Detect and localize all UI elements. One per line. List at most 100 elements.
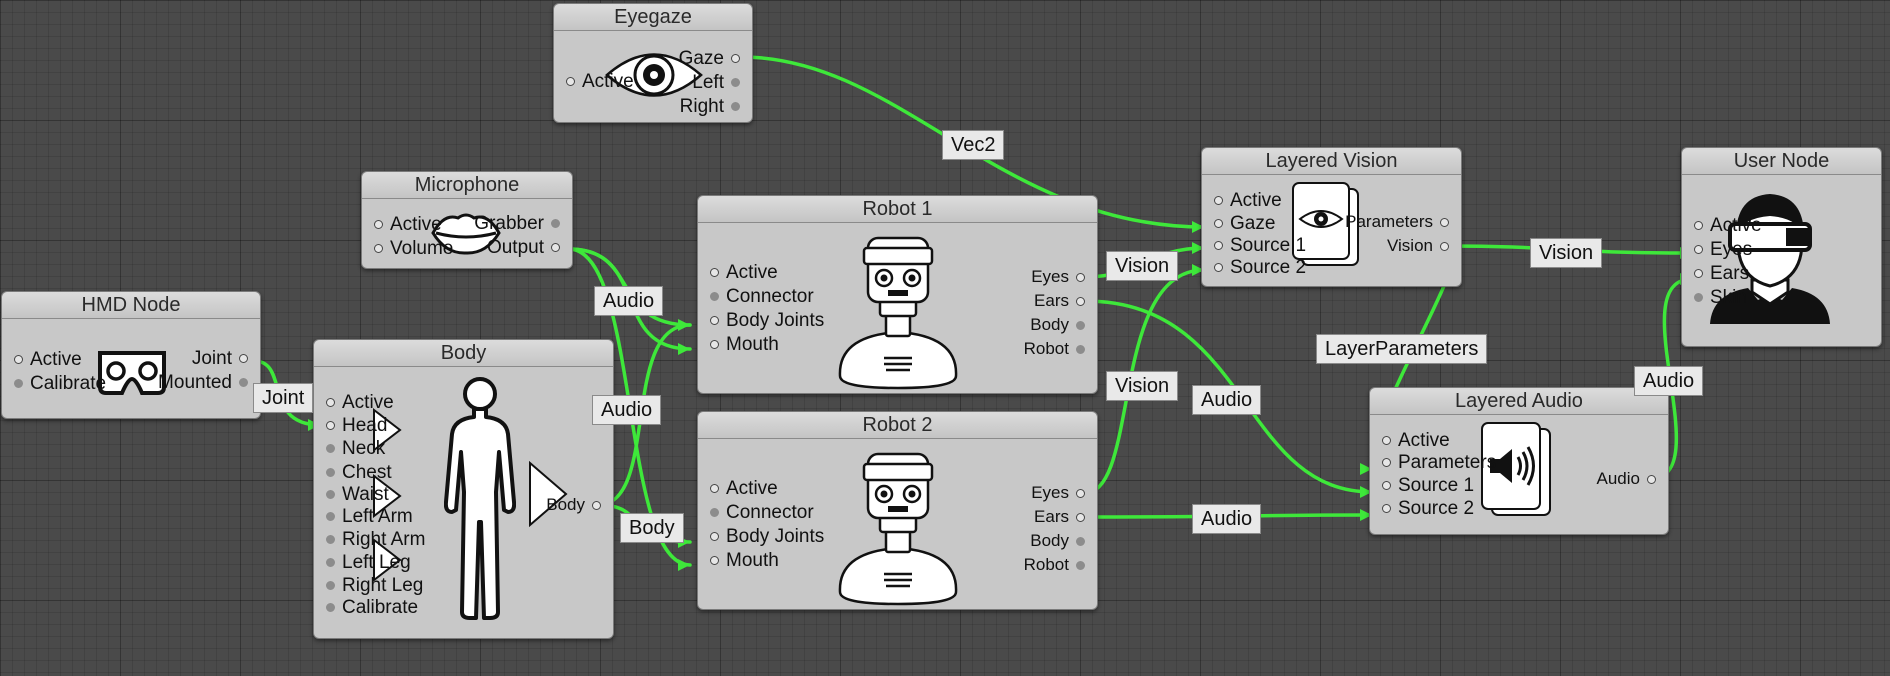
socket[interactable] xyxy=(1694,245,1703,255)
socket[interactable] xyxy=(710,292,719,302)
input-port-active[interactable]: Active xyxy=(14,349,82,371)
output-port-right[interactable]: Right xyxy=(680,96,740,118)
socket[interactable] xyxy=(374,220,383,230)
socket[interactable] xyxy=(326,421,335,431)
output-port-gaze[interactable]: Gaze xyxy=(679,48,740,70)
input-port-source-2[interactable]: Source 2 xyxy=(1214,257,1306,279)
output-port-ears[interactable]: Ears xyxy=(1034,290,1085,312)
socket[interactable] xyxy=(1076,273,1085,283)
layered-audio-node[interactable]: Layered Audio Active Parameters Source 1… xyxy=(1369,387,1669,535)
socket[interactable] xyxy=(1076,489,1085,499)
socket[interactable] xyxy=(551,219,560,229)
link-label-joint[interactable]: Joint xyxy=(253,383,314,413)
socket[interactable] xyxy=(326,581,335,591)
input-port-calibrate[interactable]: Calibrate xyxy=(326,597,418,619)
socket[interactable] xyxy=(326,512,335,522)
input-port-active[interactable]: Active xyxy=(374,214,442,236)
link-label-layer-parameters[interactable]: LayerParameters xyxy=(1316,334,1488,364)
input-port-skin[interactable]: Skin xyxy=(1694,287,1747,309)
socket[interactable] xyxy=(1076,345,1085,355)
socket[interactable] xyxy=(326,468,335,478)
input-port-mouth[interactable]: Mouth xyxy=(710,550,779,572)
socket[interactable] xyxy=(566,77,575,87)
socket[interactable] xyxy=(1382,458,1391,468)
input-port-volume[interactable]: Volume xyxy=(374,238,453,260)
layered-vision-node[interactable]: Layered Vision Active Gaze Source 1 Sour… xyxy=(1201,147,1462,287)
socket[interactable] xyxy=(1440,218,1449,228)
socket[interactable] xyxy=(710,316,719,326)
robot1-node[interactable]: Robot 1 Active Connector Body Joints Mou… xyxy=(697,195,1098,394)
output-port-grabber[interactable]: Grabber xyxy=(474,213,560,235)
input-port-parameters[interactable]: Parameters xyxy=(1382,452,1496,474)
link-label-vision-robot1[interactable]: Vision xyxy=(1106,251,1179,281)
output-port-output[interactable]: Output xyxy=(487,237,560,259)
input-port-body-joints[interactable]: Body Joints xyxy=(710,526,824,548)
output-port-ears[interactable]: Ears xyxy=(1034,506,1085,528)
input-port-connector[interactable]: Connector xyxy=(710,502,814,524)
socket[interactable] xyxy=(1694,221,1703,231)
socket[interactable] xyxy=(1214,263,1223,273)
link-label-vec2[interactable]: Vec2 xyxy=(942,130,1005,160)
link-label-audio-robot1[interactable]: Audio xyxy=(1192,385,1262,415)
robot2-node[interactable]: Robot 2 Active Connector Body Joints Mou… xyxy=(697,411,1098,610)
output-port-body[interactable]: Body xyxy=(1030,530,1085,552)
output-port-left[interactable]: Left xyxy=(692,72,740,94)
input-port-mouth[interactable]: Mouth xyxy=(710,334,779,356)
socket[interactable] xyxy=(14,355,23,365)
output-port-vision[interactable]: Vision xyxy=(1387,235,1449,257)
input-port-waist[interactable]: Waist xyxy=(326,484,389,506)
link-label-audio-mic-robot1[interactable]: Audio xyxy=(594,286,664,316)
socket[interactable] xyxy=(551,243,560,253)
socket[interactable] xyxy=(1076,297,1085,307)
socket[interactable] xyxy=(14,379,23,389)
input-port-active[interactable]: Active xyxy=(566,71,634,93)
socket[interactable] xyxy=(710,556,719,566)
input-port-chest[interactable]: Chest xyxy=(326,462,392,484)
input-port-active[interactable]: Active xyxy=(326,392,394,414)
socket[interactable] xyxy=(1382,481,1391,491)
output-port-audio[interactable]: Audio xyxy=(1597,468,1656,490)
input-port-source-2[interactable]: Source 2 xyxy=(1382,498,1474,520)
input-port-left-leg[interactable]: Left Leg xyxy=(326,552,411,574)
socket[interactable] xyxy=(710,484,719,494)
hmd-node[interactable]: HMD Node Active Calibrate Joint Mounted xyxy=(1,291,261,419)
socket[interactable] xyxy=(1382,504,1391,514)
output-port-eyes[interactable]: Eyes xyxy=(1031,482,1085,504)
output-port-eyes[interactable]: Eyes xyxy=(1031,266,1085,288)
output-port-joint[interactable]: Joint xyxy=(192,348,248,370)
input-port-neck[interactable]: Neck xyxy=(326,438,385,460)
input-port-active[interactable]: Active xyxy=(710,262,778,284)
microphone-node[interactable]: Microphone Active Volume Grabber Output xyxy=(361,171,573,269)
input-port-active[interactable]: Active xyxy=(710,478,778,500)
input-port-gaze[interactable]: Gaze xyxy=(1214,213,1275,235)
output-port-robot[interactable]: Robot xyxy=(1024,338,1085,360)
input-port-active[interactable]: Active xyxy=(1382,430,1450,452)
body-node[interactable]: Body Active Head Neck Chest Waist Left A… xyxy=(313,339,614,639)
input-port-calibrate[interactable]: Calibrate xyxy=(14,373,106,395)
socket[interactable] xyxy=(326,603,335,613)
output-port-mounted[interactable]: Mounted xyxy=(158,372,248,394)
output-port-parameters[interactable]: Parameters xyxy=(1345,211,1449,233)
socket[interactable] xyxy=(1076,537,1085,547)
socket[interactable] xyxy=(710,340,719,350)
socket[interactable] xyxy=(1076,513,1085,523)
input-port-source-1[interactable]: Source 1 xyxy=(1382,475,1474,497)
input-port-right-arm[interactable]: Right Arm xyxy=(326,529,425,551)
link-label-audio-user[interactable]: Audio xyxy=(1634,366,1704,396)
link-label-vision-user[interactable]: Vision xyxy=(1530,238,1603,268)
socket[interactable] xyxy=(731,102,740,112)
socket[interactable] xyxy=(1214,219,1223,229)
socket[interactable] xyxy=(1076,561,1085,571)
socket[interactable] xyxy=(710,532,719,542)
input-port-left-arm[interactable]: Left Arm xyxy=(326,506,413,528)
socket[interactable] xyxy=(326,535,335,545)
socket[interactable] xyxy=(1076,321,1085,331)
socket[interactable] xyxy=(326,398,335,408)
link-label-audio-robot2[interactable]: Audio xyxy=(1192,504,1262,534)
socket[interactable] xyxy=(1694,269,1703,279)
input-port-source-1[interactable]: Source 1 xyxy=(1214,235,1306,257)
socket[interactable] xyxy=(239,354,248,364)
socket[interactable] xyxy=(239,378,248,388)
input-port-right-leg[interactable]: Right Leg xyxy=(326,575,423,597)
input-port-connector[interactable]: Connector xyxy=(710,286,814,308)
